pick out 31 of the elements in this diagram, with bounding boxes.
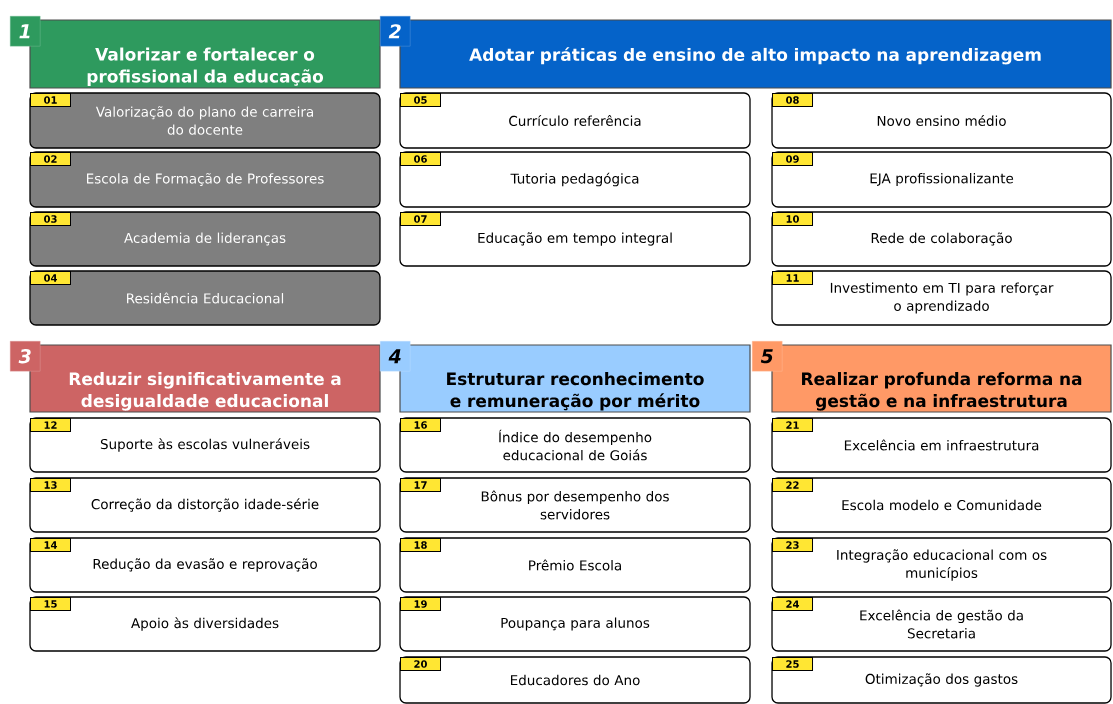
number-tag: 10 — [772, 212, 813, 226]
number-tag: 22 — [772, 478, 813, 492]
number-tag: 01 — [30, 93, 71, 107]
number-tag: 05 — [400, 93, 441, 107]
number-tag: 02 — [30, 152, 71, 166]
number-tag: 18 — [400, 538, 441, 552]
number-tag: 09 — [772, 152, 813, 166]
number-tab: 1 — [10, 16, 41, 47]
number-tag: 11 — [772, 271, 813, 285]
number-tag: 13 — [30, 478, 71, 492]
number-tag: 03 — [30, 212, 71, 226]
number-tag: 07 — [400, 212, 441, 226]
number-tab: 5 — [752, 341, 783, 372]
number-tag: 15 — [30, 597, 71, 611]
number-tab: 4 — [380, 341, 411, 372]
number-tag: 14 — [30, 538, 71, 552]
number-tag: 08 — [772, 93, 813, 107]
number-tab: 3 — [10, 341, 41, 372]
number-tag: 04 — [30, 271, 71, 285]
number-tag: 12 — [30, 418, 71, 432]
number-tab: 2 — [380, 16, 411, 47]
number-tag: 06 — [400, 152, 441, 166]
header-banner: Valorizar e fortalecer o profissional da educação — [29, 19, 381, 89]
number-tag: 24 — [772, 597, 813, 611]
number-tag: 19 — [400, 597, 441, 611]
number-tag: 23 — [772, 538, 813, 552]
number-tag: 16 — [400, 418, 441, 432]
number-tag: 17 — [400, 478, 441, 492]
number-tag: 25 — [772, 657, 813, 671]
number-tag: 21 — [772, 418, 813, 432]
number-tag: 20 — [400, 657, 441, 671]
